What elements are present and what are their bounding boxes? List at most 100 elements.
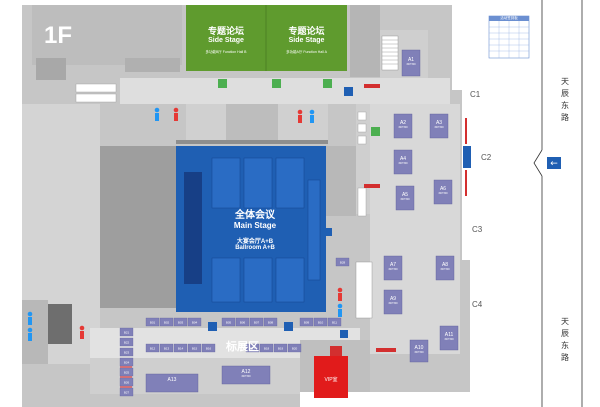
side-stage-a-sub: 多功能A厅 Function Hall A	[286, 50, 327, 54]
small-booth-b28[interactable]	[335, 257, 350, 267]
road-char: 天	[561, 77, 569, 86]
road-char: 东	[561, 341, 569, 350]
small-booth-b26[interactable]	[119, 377, 134, 387]
side-stage-b	[186, 5, 266, 71]
booth-a7[interactable]	[383, 255, 403, 281]
road-char: 辰	[561, 89, 569, 98]
side-stage-b-label[interactable]: 专题论坛 Side Stage 多功能B厅 Function Hall B	[186, 24, 266, 55]
vip-room-label[interactable]: VIP室	[324, 377, 338, 383]
small-booth-label: B13	[164, 347, 170, 351]
booth-id: A13	[167, 377, 177, 383]
booth-a4[interactable]	[393, 149, 413, 175]
booth-size: 300*300	[406, 63, 416, 66]
booth-a12[interactable]	[221, 365, 271, 385]
small-booth-b08[interactable]	[263, 317, 278, 327]
red-signs	[330, 84, 396, 356]
prefunction-left	[100, 146, 176, 308]
small-booth-label: B02	[164, 321, 170, 325]
small-booth-b27[interactable]	[119, 387, 134, 397]
booth-id: A12	[241, 369, 251, 375]
booth-id: A8	[441, 262, 449, 268]
side-stage-a-en: Side Stage	[288, 37, 325, 44]
small-booth-b23[interactable]	[119, 347, 134, 357]
small-booth-b17[interactable]	[245, 343, 260, 353]
vip-room	[314, 356, 348, 398]
small-booth-b24[interactable]	[119, 357, 134, 367]
booth-a5[interactable]	[395, 185, 415, 211]
small-booth-b15[interactable]	[187, 343, 202, 353]
small-booth-b13[interactable]	[159, 343, 174, 353]
small-booth-label: B09	[304, 321, 310, 325]
small-booth-b09[interactable]	[299, 317, 314, 327]
small-booth-label: B14	[178, 347, 184, 351]
booth-size: 300*300	[400, 198, 410, 201]
booth-size: 300*300	[388, 302, 398, 305]
small-booth-b19[interactable]	[273, 343, 288, 353]
small-booth-b25[interactable]	[119, 367, 134, 377]
small-booth-label: B25	[124, 371, 130, 375]
small-booth-b04[interactable]	[187, 317, 202, 327]
main-stage-label[interactable]: 全体会议 Main Stage 大宴会厅A+B Ballroom A+B	[200, 206, 310, 251]
side-stage-a	[266, 5, 347, 71]
small-booth-b22[interactable]	[119, 337, 134, 347]
booth-a11[interactable]	[439, 325, 459, 351]
booth-a2[interactable]	[393, 113, 413, 139]
small-booth-label: B04	[192, 321, 198, 325]
side-stage-a-label[interactable]: 专题论坛 Side Stage 多功能A厅 Function Hall A	[266, 24, 347, 55]
small-booth-b11[interactable]	[327, 317, 342, 327]
booth-id: A1	[407, 57, 415, 63]
booth-a3[interactable]	[429, 113, 449, 139]
small-booth-b12[interactable]	[145, 343, 160, 353]
small-booth-b06[interactable]	[235, 317, 250, 327]
entrance-c2[interactable]: C2	[481, 153, 492, 162]
small-booth-label: B01	[150, 321, 156, 325]
booth-a1[interactable]	[401, 49, 421, 77]
booth-a6[interactable]	[433, 179, 453, 205]
small-booth-b21[interactable]	[119, 327, 134, 337]
booth-a8[interactable]	[435, 255, 455, 281]
booth-id: A2	[399, 120, 407, 126]
small-booth-b18[interactable]	[259, 343, 274, 353]
small-booth-b07[interactable]	[249, 317, 264, 327]
svg-text:←: ←	[550, 159, 558, 169]
entrance-c4[interactable]: C4	[472, 300, 483, 309]
booth-size: 300*300	[440, 268, 450, 271]
small-booth-label: B06	[240, 321, 246, 325]
side-stage-b-en: Side Stage	[208, 37, 244, 44]
small-booth-b20[interactable]	[287, 343, 302, 353]
main-stage-en: Main Stage	[233, 221, 277, 230]
room-top-left	[32, 5, 182, 65]
booth-zone-label: 标展区	[226, 341, 259, 353]
small-booth-b03[interactable]	[173, 317, 188, 327]
small-booth-label: B23	[124, 351, 130, 355]
booth-size: 300*300	[438, 192, 448, 195]
road-char: 路	[561, 353, 569, 362]
corridor-top	[120, 78, 450, 104]
entrance-c3[interactable]: C3	[472, 225, 483, 234]
elevator-block	[48, 304, 72, 344]
booth-a13[interactable]	[145, 373, 199, 393]
small-booth-b10[interactable]	[313, 317, 328, 327]
booth-size: 300*300	[388, 268, 398, 271]
road-char: 辰	[561, 329, 569, 338]
booth-id: A9	[389, 296, 397, 302]
booth-a9[interactable]	[383, 289, 403, 315]
small-booth-b02[interactable]	[159, 317, 174, 327]
small-booth-b05[interactable]	[221, 317, 236, 327]
entrance-c1[interactable]: C1	[470, 90, 481, 99]
main-stage-platform	[184, 172, 202, 284]
legend-title: 活动签到板	[500, 16, 518, 20]
small-booth-b01[interactable]	[145, 317, 160, 327]
blue-arrows	[208, 87, 353, 338]
small-booth-label: B18	[264, 347, 270, 351]
booth-a10[interactable]	[409, 339, 429, 363]
small-booth-b16[interactable]	[201, 343, 216, 353]
small-booth-label: B26	[124, 381, 130, 385]
road-char: 路	[561, 113, 569, 122]
small-booth-b14[interactable]	[173, 343, 188, 353]
